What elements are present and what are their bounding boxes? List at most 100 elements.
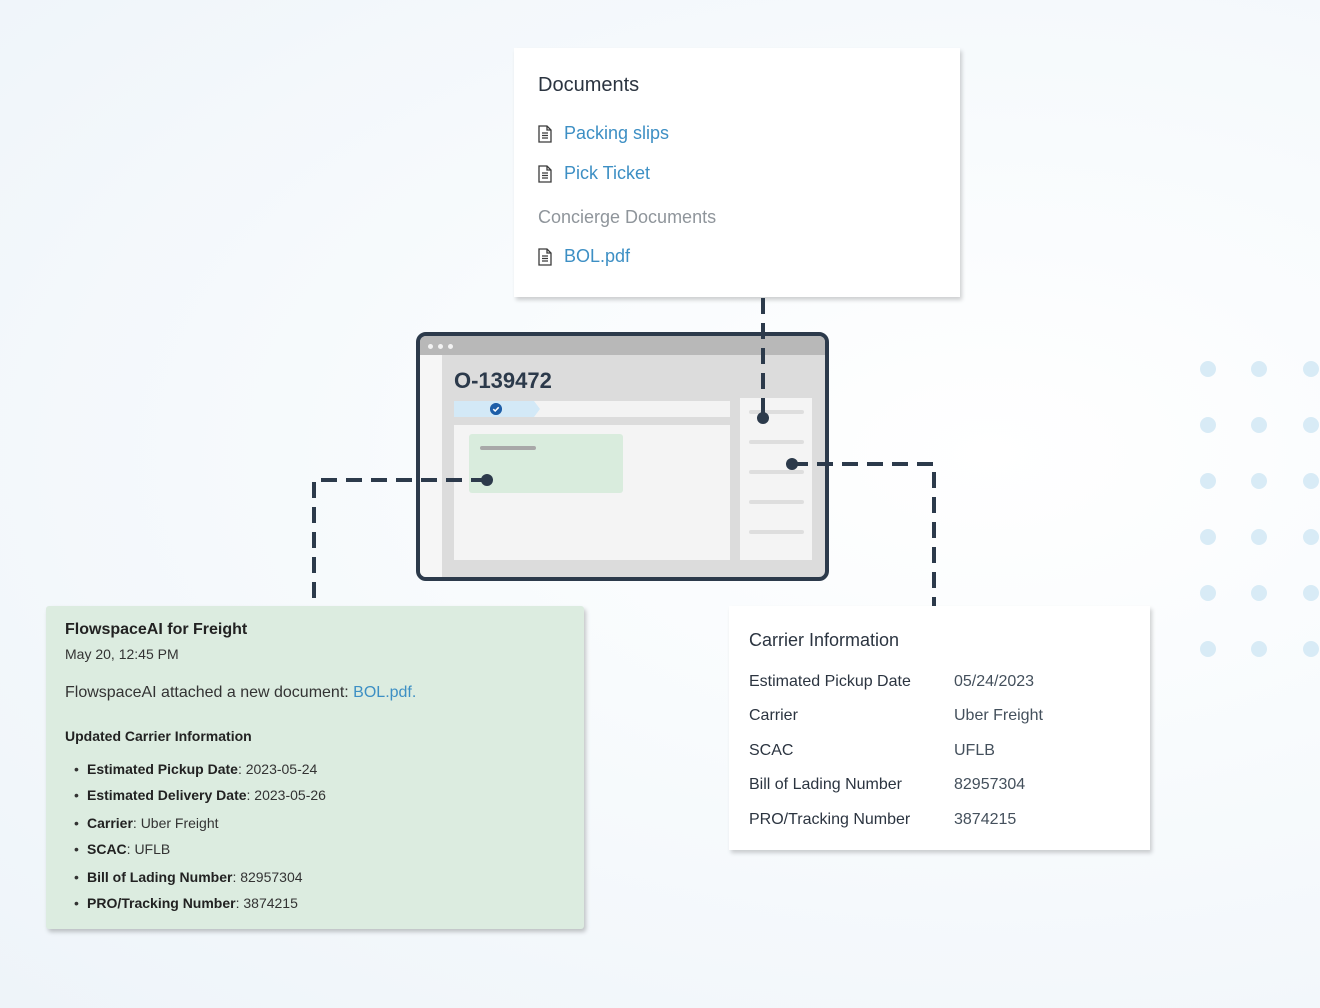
placeholder-line	[749, 530, 804, 534]
window-dot	[448, 344, 453, 349]
window-dot	[438, 344, 443, 349]
grid-dot	[1251, 473, 1267, 489]
order-id: O-139472	[454, 368, 552, 393]
document-icon	[538, 164, 552, 183]
grid-dot	[1251, 361, 1267, 377]
list-item-key: SCAC	[87, 841, 127, 857]
grid-dot	[1303, 417, 1319, 433]
carrier-row-value: UFLB	[954, 742, 995, 759]
carrier-row-label: Estimated Pickup Date	[749, 673, 911, 690]
document-icon	[538, 247, 552, 266]
grid-dot	[1303, 585, 1319, 601]
connector-node	[757, 412, 769, 424]
list-item-key: Estimated Delivery Date	[87, 787, 247, 803]
bol-document-link[interactable]: BOL.pdf.	[353, 684, 417, 701]
carrier-row-value: 3874215	[954, 811, 1017, 828]
activity-notification-card: FlowspaceAI for Freight May 20, 12:45 PM…	[46, 606, 584, 929]
progress-arrow	[534, 401, 540, 417]
list-item: • SCAC: UFLB	[74, 841, 170, 857]
list-item-key: Estimated Pickup Date	[87, 761, 238, 777]
carrier-row: Estimated Pickup Date 05/24/2023	[749, 673, 1034, 691]
check-circle-icon	[490, 403, 502, 415]
document-link-label: Pick Ticket	[564, 163, 651, 183]
bullet-icon: •	[74, 815, 79, 831]
grid-dot	[1251, 417, 1267, 433]
carrier-row-value: 82957304	[954, 776, 1026, 793]
updated-carrier-heading: Updated Carrier Information	[65, 728, 252, 744]
connector-carrier	[792, 462, 936, 606]
carrier-information-card: Carrier Information Estimated Pickup Dat…	[729, 606, 1150, 850]
bullet-icon: •	[74, 895, 79, 911]
list-item-key: Carrier	[87, 815, 133, 831]
list-item-key: PRO/Tracking Number	[87, 895, 236, 911]
documents-title: Documents	[538, 74, 640, 96]
carrier-row-label: SCAC	[749, 742, 794, 759]
placeholder-line	[749, 410, 804, 414]
grid-dot	[1200, 361, 1216, 377]
list-item-value: : 2023-05-26	[246, 787, 326, 803]
list-item: • Estimated Delivery Date: 2023-05-26	[74, 787, 326, 803]
carrier-row: SCAC UFLB	[749, 742, 995, 760]
document-link-label: BOL.pdf	[564, 246, 631, 266]
placeholder-line	[480, 446, 536, 450]
placeholder-line	[749, 500, 804, 504]
list-item-value: : UFLB	[126, 841, 171, 857]
carrier-row-label: PRO/Tracking Number	[749, 811, 911, 828]
carrier-row: Bill of Lading Number 82957304	[749, 776, 1025, 794]
placeholder-line	[749, 470, 804, 474]
concierge-documents-heading: Concierge Documents	[538, 207, 717, 227]
placeholder-line	[749, 440, 804, 444]
carrier-row: Carrier Uber Freight	[749, 707, 1043, 725]
bullet-icon: •	[74, 841, 79, 857]
carrier-row-label: Bill of Lading Number	[749, 776, 902, 793]
bullet-icon: •	[74, 787, 79, 803]
activity-timestamp: May 20, 12:45 PM	[65, 646, 179, 662]
grid-dot	[1303, 641, 1319, 657]
document-link-pick-ticket[interactable]: Pick Ticket	[538, 163, 650, 184]
document-link-bol[interactable]: BOL.pdf	[538, 246, 630, 267]
list-item-value: : Uber Freight	[132, 815, 219, 831]
list-item-value: : 3874215	[235, 895, 298, 911]
window-dot	[428, 344, 433, 349]
list-item: • Estimated Pickup Date: 2023-05-24	[74, 761, 317, 777]
activity-message: FlowspaceAI attached a new document: BOL…	[65, 684, 416, 702]
window-sidebar	[420, 355, 442, 577]
grid-dot	[1200, 585, 1216, 601]
window-titlebar	[420, 336, 825, 355]
bullet-icon: •	[74, 761, 79, 777]
document-link-label: Packing slips	[564, 123, 670, 143]
grid-dot	[1200, 473, 1216, 489]
window-activity-card	[469, 434, 623, 493]
grid-dot	[1303, 473, 1319, 489]
grid-dot	[1200, 417, 1216, 433]
connector-activity	[312, 478, 487, 606]
carrier-row-label: Carrier	[749, 707, 798, 724]
grid-dot	[1200, 529, 1216, 545]
grid-dot	[1251, 585, 1267, 601]
connector-node	[481, 474, 493, 486]
grid-dot	[1251, 529, 1267, 545]
bullet-icon: •	[74, 869, 79, 885]
carrier-information-title: Carrier Information	[749, 630, 900, 650]
list-item: • Bill of Lading Number: 82957304	[74, 869, 303, 885]
carrier-row-value: Uber Freight	[954, 707, 1043, 724]
list-item: • PRO/Tracking Number: 3874215	[74, 895, 298, 911]
list-item-key: Bill of Lading Number	[87, 869, 233, 885]
carrier-row-value: 05/24/2023	[954, 673, 1035, 690]
order-window: O-139472	[416, 332, 829, 581]
activity-message-text: FlowspaceAI attached a new document:	[65, 684, 354, 701]
connector-node	[786, 458, 798, 470]
grid-dot	[1303, 361, 1319, 377]
document-link-packing-slips[interactable]: Packing slips	[538, 123, 669, 144]
carrier-row: PRO/Tracking Number 3874215	[749, 811, 1016, 829]
list-item-value: : 2023-05-24	[237, 761, 318, 777]
list-item-value: : 82957304	[232, 869, 303, 885]
activity-title: FlowspaceAI for Freight	[65, 621, 248, 638]
grid-dot	[1200, 641, 1216, 657]
document-icon	[538, 124, 552, 143]
list-item: • Carrier: Uber Freight	[74, 815, 219, 831]
grid-dot	[1303, 529, 1319, 545]
documents-card: Documents Packing slips Pick Ticket Conc…	[514, 48, 960, 297]
grid-dot	[1251, 641, 1267, 657]
